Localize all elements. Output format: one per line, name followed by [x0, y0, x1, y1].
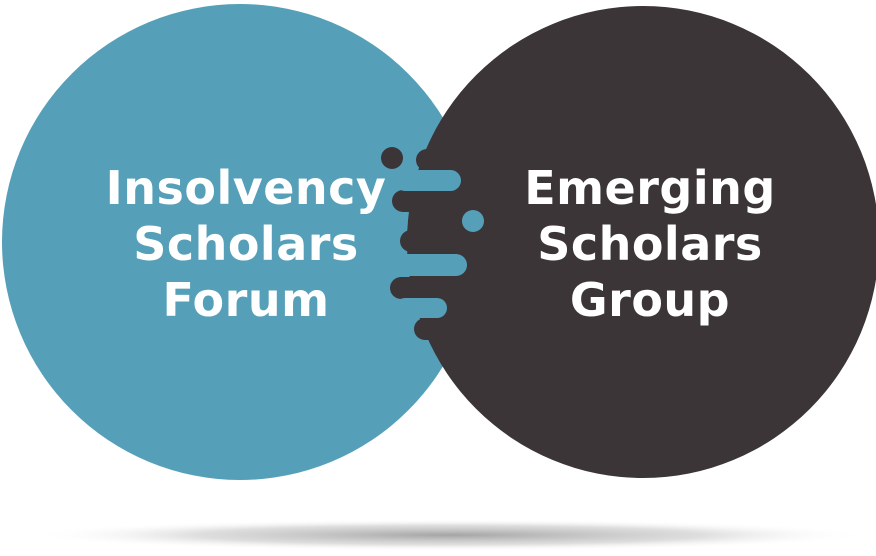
- left-label-line-2: Scholars: [133, 217, 359, 271]
- right-label-line-2: Scholars: [537, 217, 763, 271]
- left-circle-label: Insolvency Scholars Forum: [96, 160, 396, 328]
- left-label-line-1: Insolvency: [105, 161, 387, 215]
- right-circle: [407, 6, 876, 478]
- right-label-line-1: Emerging: [524, 161, 776, 215]
- interlock-teal-tabs: [395, 170, 484, 318]
- left-circle: [2, 4, 478, 480]
- left-label-line-3: Forum: [162, 273, 330, 327]
- right-circle-label: Emerging Scholars Group: [500, 160, 800, 328]
- floor-shadow: [30, 519, 870, 551]
- interlock-dark-tabs: [381, 147, 478, 340]
- right-label-line-3: Group: [569, 273, 731, 327]
